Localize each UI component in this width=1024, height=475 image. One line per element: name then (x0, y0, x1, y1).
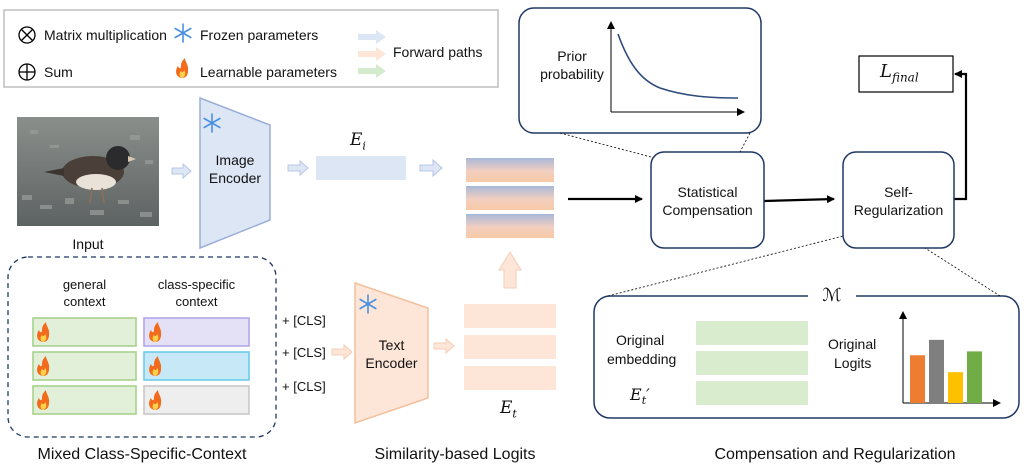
cls-tag: + [CLS] (282, 313, 326, 328)
original-embedding-label-line2: embedding (607, 351, 677, 367)
arrow-embedding-to-logits (419, 158, 443, 178)
original-logits-label-line1: Original (828, 336, 877, 352)
flame-icon-core (152, 402, 159, 410)
prior-connector (739, 132, 751, 153)
logits-bar (948, 372, 963, 403)
caption-similarity-logits: Similarity-based Logits (374, 446, 536, 463)
logits-bar (929, 339, 944, 403)
flame-icon-core (40, 334, 47, 342)
sum-icon (18, 63, 36, 81)
text-embedding-prime-symbol: Et′ (630, 385, 650, 408)
arrow-encoder-to-embedding (287, 159, 309, 177)
original-embedding-row (696, 351, 808, 375)
legend-matrix-mult-label: Matrix multiplication (44, 27, 167, 43)
self-regularization-line2: Regularization (853, 202, 944, 218)
image-encoder-snowflake-icon (203, 113, 221, 133)
logit-row (466, 158, 554, 182)
legend-box (3, 9, 499, 88)
logit-row (466, 186, 554, 210)
loss-symbol: Lfinal (880, 61, 919, 85)
logits-bar (910, 355, 925, 403)
original-embedding-row (696, 321, 808, 345)
input-photo (17, 117, 159, 226)
text-encoder-snowflake-icon (359, 294, 377, 314)
arrow-text-to-logits (498, 251, 522, 289)
original-embedding-row (696, 381, 808, 405)
general-context-label-line1: general (62, 277, 107, 292)
text-embedding-row (464, 335, 556, 359)
image-encoder-block (199, 96, 271, 250)
arrow-regularization-to-loss (954, 70, 968, 201)
legend-forward-label: Forward paths (393, 44, 483, 60)
text-encoder-block (354, 281, 429, 425)
statistical-compensation-line1: Statistical (677, 184, 738, 200)
arrow-input-to-encoder (171, 162, 192, 180)
self-regularization-line1: Self- (884, 184, 913, 200)
text-encoder-label-line1: Text (378, 337, 405, 353)
image-encoder-label-line2: Encoder (208, 170, 262, 186)
loss-box (858, 55, 954, 93)
text-embedding-symbol: Et (500, 398, 517, 421)
general-context-token (32, 351, 137, 381)
forward-path-icons (358, 30, 386, 78)
token-flame-icons (37, 322, 162, 410)
logits-chart (899, 311, 1001, 407)
logits-bar (967, 351, 982, 403)
arrow-cls-to-text-encoder (331, 343, 353, 361)
text-embedding-row (464, 366, 556, 390)
arrow-text-encoder-to-embedding (433, 337, 455, 355)
self-regularization-block (842, 151, 955, 249)
class-specific-token (143, 317, 250, 347)
cls-tag: + [CLS] (282, 379, 326, 394)
statistical-compensation-block (650, 151, 765, 249)
caption-compensation-regularization: Compensation and Regularization (714, 446, 956, 463)
original-embedding-label-line1: Original (616, 332, 665, 348)
class-specific-token (143, 385, 250, 415)
image-embedding-symbol: Ei (350, 130, 366, 153)
prior-probability-panel (518, 7, 762, 134)
prior-label-line2: probability (540, 66, 604, 82)
text-embedding-row (464, 304, 556, 328)
legend-frozen-label: Frozen parameters (200, 27, 319, 43)
flame-icon-core (40, 368, 47, 376)
prior-curve (617, 33, 739, 99)
snowflake-icon (174, 23, 192, 43)
flame-icon-core (152, 334, 159, 342)
general-context-label-line2: context (63, 294, 106, 309)
prior-connector (559, 132, 652, 158)
flame-icon-core (40, 402, 47, 410)
matrix-mult-icon (18, 26, 36, 44)
m-symbol: ℳ (822, 285, 842, 306)
regularization-connector (607, 235, 844, 297)
cls-tag: + [CLS] (282, 345, 326, 360)
class-specific-token (143, 351, 250, 381)
arrow-compensation-to-regularization (763, 195, 835, 204)
image-embedding-bar (316, 156, 406, 180)
flame-icon (176, 58, 189, 78)
legend-learnable-label: Learnable parameters (200, 64, 337, 80)
general-context-token (32, 385, 137, 415)
class-specific-label-line2: context (175, 294, 218, 309)
prior-label-line1: Prior (557, 48, 587, 64)
legend-sum-label: Sum (44, 64, 73, 80)
logit-row (466, 214, 554, 238)
caption-mixed-context: Mixed Class-Specific-Context (37, 446, 247, 463)
class-specific-label-line1: class-specific (157, 277, 236, 292)
input-label: Input (72, 236, 104, 252)
m-label-bg (808, 288, 856, 304)
statistical-compensation-line2: Compensation (662, 202, 753, 218)
flame-icon-core (152, 368, 159, 376)
text-encoder-label-line2: Encoder (365, 355, 418, 371)
image-encoder-label-line1: Image (215, 152, 255, 168)
original-logits-label-line2: Logits (834, 355, 872, 371)
regularization-connector (924, 247, 1001, 297)
context-box (7, 256, 277, 438)
general-context-token (32, 317, 137, 347)
